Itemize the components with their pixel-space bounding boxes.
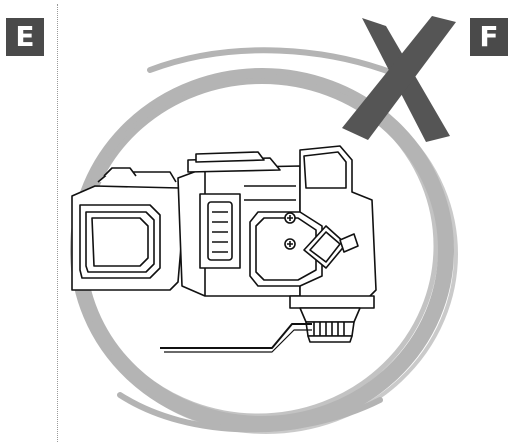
panel-divider: [57, 4, 58, 442]
panel-label-e: E: [6, 18, 44, 56]
multitool-drawing: [71, 145, 377, 353]
panel-label-f: F: [470, 18, 508, 56]
cross-icon: [342, 16, 456, 142]
